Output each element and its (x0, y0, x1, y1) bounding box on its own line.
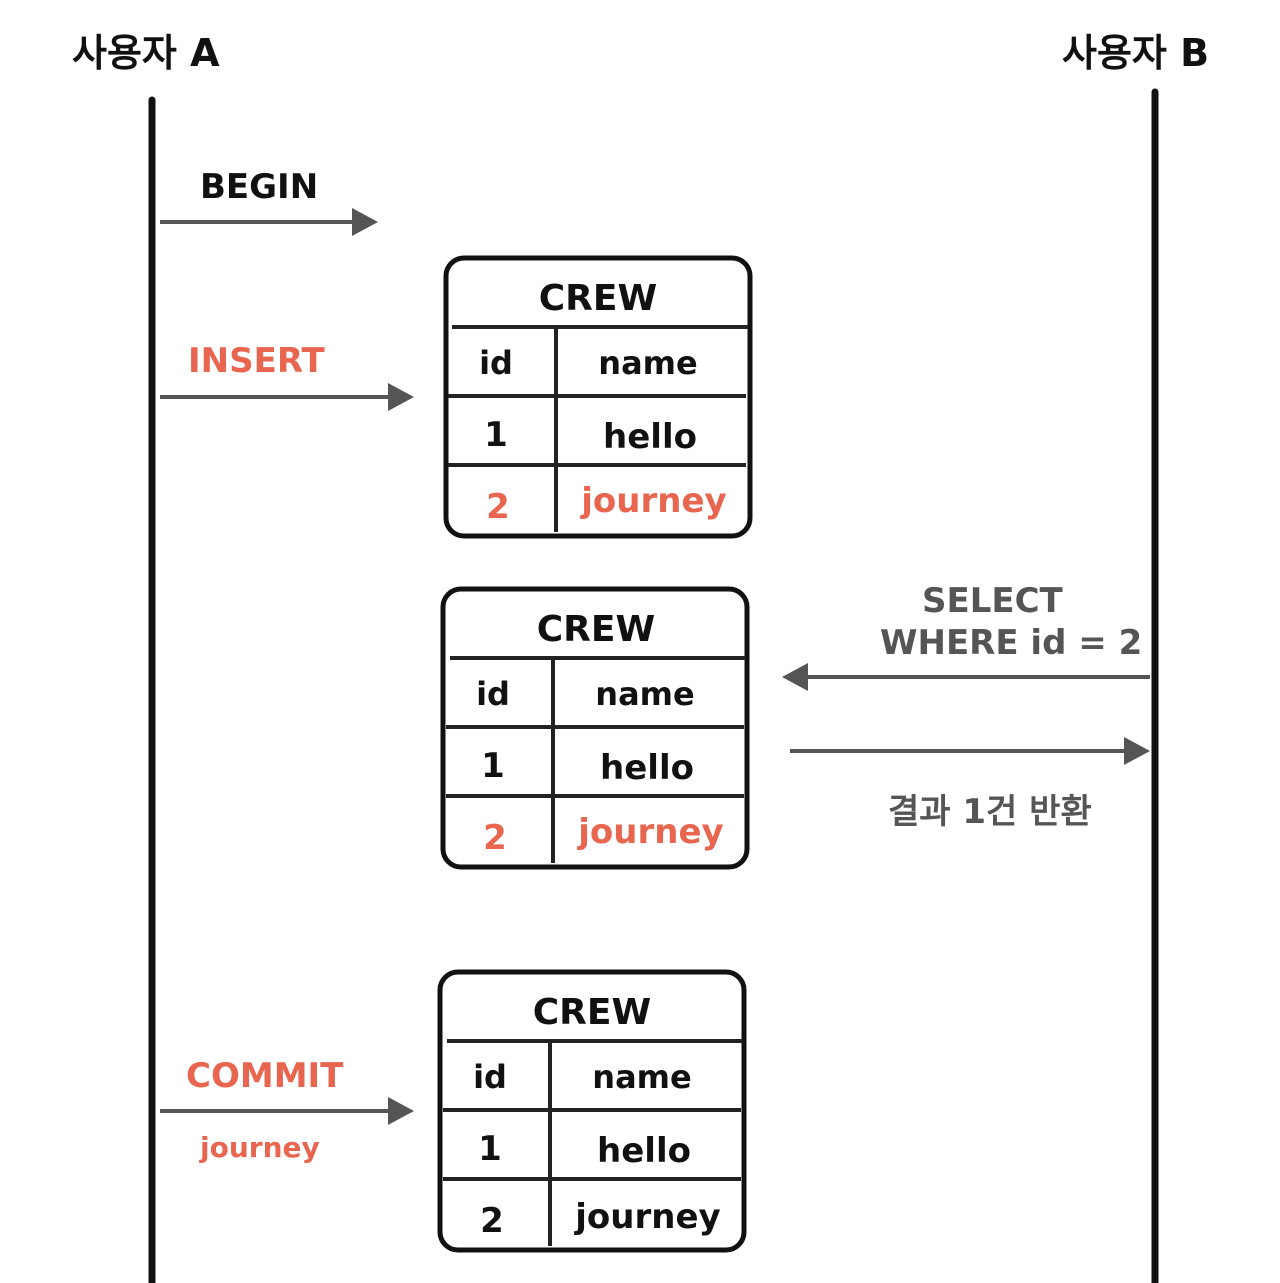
cell-id-new: 2 (486, 487, 510, 527)
cell-id: 1 (484, 415, 508, 455)
cell-id-new: 2 (483, 818, 507, 858)
cell-name: hello (597, 1131, 691, 1171)
header-id: id (476, 675, 510, 713)
crew-table-3: CREW id name 1 hello 2 journey (437, 969, 747, 1253)
cell-name-new: journey (576, 812, 723, 852)
cell-id: 1 (481, 746, 505, 786)
commit-arrow (160, 1097, 414, 1125)
cell-id: 2 (480, 1201, 504, 1241)
crew-table-1: CREW id name 1 hello 2 journey (443, 255, 753, 539)
cell-name: hello (600, 748, 694, 788)
begin-label: BEGIN (200, 167, 318, 207)
actor-a-label: 사용자 A (72, 31, 220, 75)
select-label: SELECT (922, 581, 1064, 621)
cell-id: 1 (478, 1129, 502, 1169)
actor-b-label: 사용자 B (1062, 31, 1209, 75)
header-name: name (598, 344, 697, 382)
cell-name: hello (603, 417, 697, 457)
commit-note: journey (199, 1131, 320, 1164)
header-id: id (479, 344, 513, 382)
insert-label: INSERT (188, 341, 325, 381)
table-title: CREW (533, 992, 651, 1033)
table-border (440, 586, 750, 870)
header-name: name (592, 1058, 691, 1096)
result-arrow (790, 737, 1150, 765)
header-id: id (473, 1058, 507, 1096)
table-title: CREW (537, 609, 655, 650)
table-border (443, 255, 753, 539)
cell-name-new: journey (579, 481, 726, 521)
begin-arrow (160, 208, 378, 236)
select-where-label: WHERE id = 2 (880, 623, 1142, 663)
table-border (437, 969, 747, 1253)
header-name: name (595, 675, 694, 713)
result-label: 결과 1건 반환 (888, 792, 1092, 832)
cell-name: journey (573, 1197, 720, 1237)
commit-label: COMMIT (186, 1056, 344, 1096)
table-title: CREW (539, 278, 657, 319)
insert-arrow (160, 383, 414, 411)
select-arrow (782, 663, 1150, 691)
crew-table-2: CREW id name 1 hello 2 journey (440, 586, 750, 870)
